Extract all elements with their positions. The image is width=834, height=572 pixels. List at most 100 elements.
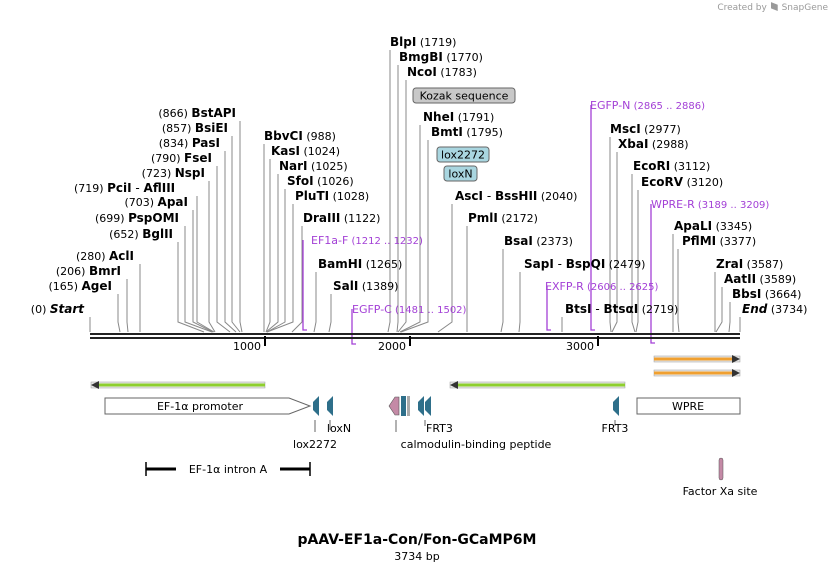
site-name-bmri: BmrI	[89, 264, 121, 278]
site-pos-acli: (280)	[76, 250, 109, 263]
feature-label-promoter: EF-1α promoter	[157, 400, 244, 413]
feature-promoter-box	[104, 397, 312, 415]
feature-wpre-box	[636, 397, 741, 415]
site-line-bbsi	[728, 302, 731, 333]
feature-factorxa-marker	[718, 457, 724, 481]
site-label-pluti: PluTI (1028)	[295, 189, 369, 203]
map-title: pAAV-EF1a-Con/Fon-GCaMP6M	[297, 532, 537, 548]
site-line-bmri	[126, 279, 129, 333]
site-name-msci: MscI	[610, 122, 641, 136]
site-pos-bstapi: (866)	[158, 107, 191, 120]
site-line-pflmi	[677, 249, 680, 333]
feature-loxn-marker	[327, 396, 333, 416]
site-pos-sali: (1389)	[358, 280, 398, 293]
feature-lox2272-marker	[313, 396, 319, 416]
site-name-acli: AclI	[109, 249, 134, 263]
primer-line-exfp-r	[546, 286, 551, 331]
box-label-lox2272: lox2272	[441, 149, 485, 162]
site-label-bmgbi: BmgBI (1770)	[399, 50, 483, 64]
site-label-asci: AscI - BssHII (2040)	[455, 189, 577, 203]
site-line-sfoi	[266, 189, 286, 333]
site-pos-ecorv: (3120)	[683, 176, 723, 189]
site-pos-bbsi: (3664)	[761, 288, 801, 301]
orf-mid-green-head	[450, 381, 458, 389]
site-line-blpi	[387, 50, 391, 333]
site-label-ecori: EcoRI (3112)	[633, 159, 710, 173]
site-pos-asci: (2040)	[537, 190, 577, 203]
site-dash: -	[483, 189, 495, 203]
site-dash: -	[554, 257, 566, 271]
site-label-bstapi: (866) BstAPI	[158, 106, 236, 120]
site-name-draiii: DraIII	[303, 211, 340, 225]
site-name-bmgbi: BmgBI	[399, 50, 443, 64]
site-name-ncoi: NcoI	[407, 65, 437, 79]
tick-label: 2000	[378, 340, 406, 353]
site-name-bbvci: BbvCI	[264, 129, 303, 143]
primer-range-ef1a-f: (1212 .. 1232)	[348, 236, 423, 247]
site-label-sali: SalI (1389)	[333, 279, 398, 293]
site-label-bglii: (652) BglII	[109, 227, 173, 241]
orf-mid-green	[449, 381, 626, 389]
site-line-xbai	[611, 152, 618, 333]
primer-range-exfp-r: (2606 .. 2625)	[584, 282, 659, 293]
primer-label-egfp-n: EGFP-N (2865 .. 2886)	[590, 99, 705, 112]
feature-label-intron: EF-1α intron A	[189, 463, 268, 476]
site-name-bamhi: BamHI	[318, 257, 362, 271]
primer-line-wpre-r	[650, 204, 655, 344]
site-pos-msci: (2977)	[641, 123, 681, 136]
site-labels: (0) Start(165) AgeI(206) BmrI(280) AclI(…	[31, 35, 808, 316]
site-line-nspi	[208, 181, 216, 333]
site-line-draiii	[291, 226, 303, 333]
site-line-pcii	[196, 196, 215, 333]
site-pos-fsei: (790)	[151, 152, 184, 165]
primer-name-egfp-n: EGFP-N	[590, 99, 630, 112]
site-label-nhei: NheI (1791)	[423, 110, 494, 124]
site-name-blpi: BlpI	[390, 35, 416, 49]
site-name-nspi: NspI	[175, 166, 205, 180]
primer-line-ef1a-f	[302, 240, 307, 331]
orf-right-orange-1-head	[732, 355, 740, 363]
site-line-bmti	[400, 140, 429, 333]
site-line-bmgbi	[396, 65, 399, 333]
site-leader-lines	[89, 50, 741, 345]
site-label-pspomi: (699) PspOMI	[95, 211, 179, 225]
primer-name-egfp-c: EGFP-C	[352, 303, 392, 316]
site-name-afliii: AflIII	[144, 181, 176, 195]
feature-label-lox2272: lox2272	[293, 438, 337, 451]
site-pos-bamhi: (1265)	[362, 258, 402, 271]
site-label-acli: (280) AclI	[76, 249, 134, 263]
site-line-pspomi	[184, 226, 213, 333]
site-pos-aatii: (3589)	[756, 273, 796, 286]
site-line-pluti	[266, 204, 294, 333]
site-line-nari	[265, 174, 279, 333]
feature-label-frt3-1: FRT3	[426, 422, 453, 435]
box-loxn	[443, 165, 478, 182]
primer-label-exfp-r: EXFP-R (2606 .. 2625)	[545, 280, 659, 293]
tick-label: 3000	[566, 340, 594, 353]
orf-left-green-head	[91, 381, 99, 389]
site-pos-blpi: (1719)	[416, 36, 456, 49]
site-name-bsshii: BssHII	[495, 189, 537, 203]
site-pos-zrai: (3587)	[743, 258, 783, 271]
site-pos-nhei: (1791)	[454, 111, 494, 124]
snapgene-logo-icon	[770, 2, 778, 11]
site-line-asci	[437, 204, 453, 333]
site-line-bsai	[500, 249, 504, 333]
site-line-sapi	[518, 272, 521, 333]
site-pos-pmli: (2172)	[498, 212, 538, 225]
site-name-fsei: FseI	[184, 151, 212, 165]
site-line-nhei	[399, 125, 421, 333]
site-dash: -	[592, 302, 604, 316]
box-lox2272	[436, 146, 490, 163]
site-label-fsei: (790) FseI	[151, 151, 212, 165]
site-pos-apali: (3345)	[712, 220, 752, 233]
feature-cluster-bar-1	[401, 396, 406, 416]
created-by-text: Created by	[717, 3, 767, 13]
site-label-draiii: DraIII (1122)	[303, 211, 380, 225]
site-name-agei: AgeI	[82, 279, 112, 293]
site-name-bsai: BsaI	[504, 234, 533, 248]
feature-label-factorxa: Factor Xa site	[683, 485, 758, 498]
primer-name-wpre-r: WPRE-R	[651, 198, 695, 211]
site-label-nari: NarI (1025)	[279, 159, 348, 173]
